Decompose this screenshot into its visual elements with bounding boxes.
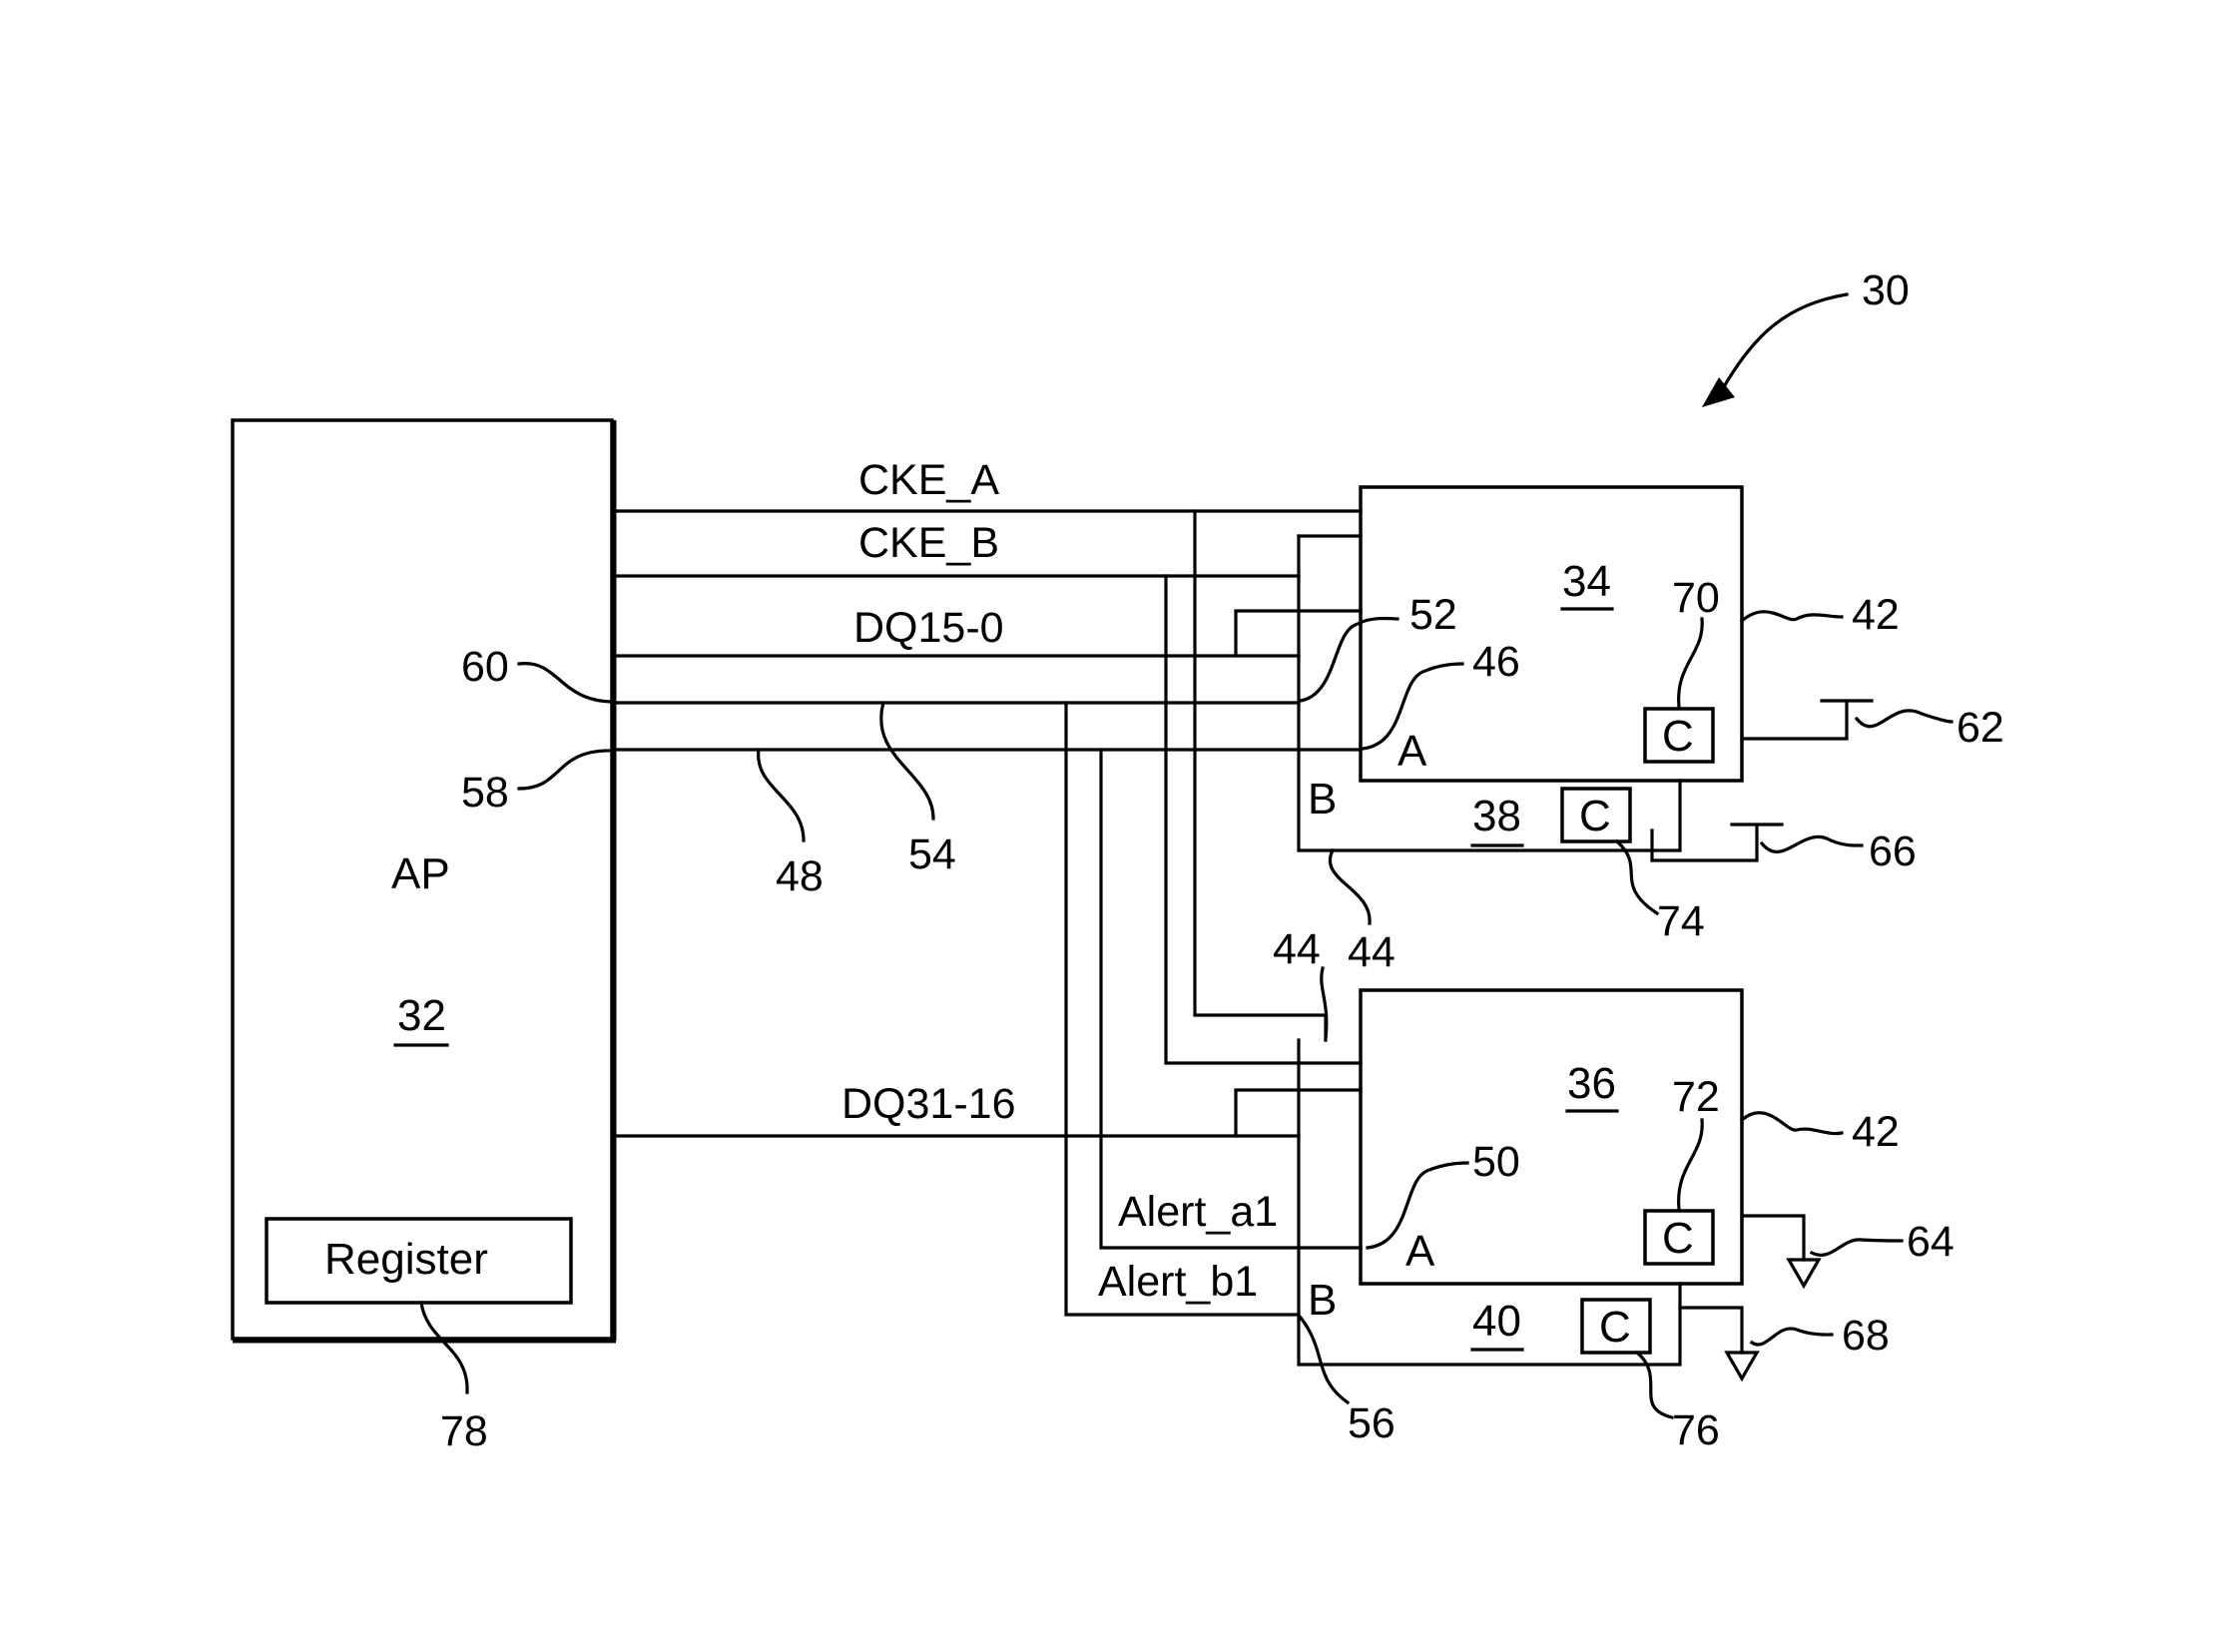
leader-44-left [1322, 968, 1327, 1038]
ground-68 [1680, 1308, 1742, 1353]
ref-76: 76 [1672, 1406, 1720, 1454]
leader-42-top [1742, 612, 1842, 621]
dq15-0-label: DQ15-0 [853, 604, 1004, 652]
device-36-number: 36 [1567, 1059, 1616, 1108]
ref-50: 50 [1472, 1138, 1520, 1186]
ref-48: 48 [776, 852, 824, 900]
register-label: Register [324, 1235, 488, 1284]
subblock-38-port-b: B [1308, 775, 1337, 824]
subblock-40-number: 40 [1472, 1297, 1521, 1346]
device-36-cap-ref: 72 [1672, 1073, 1720, 1121]
subblock-40-port-b: B [1308, 1276, 1337, 1325]
device-34-cap-ref: 70 [1672, 574, 1720, 622]
register-ref: 78 [440, 1407, 488, 1455]
ref-74: 74 [1657, 897, 1705, 945]
alert-b1-label: Alert_b1 [1098, 1258, 1258, 1306]
leader-44-right [1330, 850, 1370, 923]
leader-64 [1812, 1240, 1902, 1255]
ref-62: 62 [1956, 704, 2004, 752]
leader-76 [1637, 1353, 1672, 1417]
ref-42-top: 42 [1852, 591, 1900, 639]
device-34-cap-label: C [1662, 712, 1694, 761]
ref-42-bottom: 42 [1852, 1108, 1900, 1156]
ref-46: 46 [1472, 638, 1520, 686]
device-36-port-a: A [1405, 1227, 1435, 1276]
device-34-port-a: A [1397, 727, 1427, 776]
leader-58 [519, 751, 614, 789]
cke-a-label: CKE_A [858, 456, 999, 504]
alert-a1-label: Alert_a1 [1118, 1188, 1278, 1236]
ref-58: 58 [461, 769, 509, 817]
ground-64 [1742, 1216, 1804, 1260]
subblock-40-cap-label: C [1599, 1303, 1631, 1352]
leader-42-bottom [1742, 1113, 1842, 1134]
ref-60: 60 [461, 643, 509, 691]
leader-60 [519, 664, 614, 702]
leader-52 [1301, 618, 1397, 701]
leader-48 [759, 750, 804, 840]
ref-66: 66 [1869, 827, 1917, 875]
leader-68 [1752, 1329, 1832, 1345]
leader-62 [1857, 711, 1951, 727]
register-leader [421, 1303, 467, 1392]
leader-54 [881, 703, 933, 819]
device-34-number: 34 [1562, 557, 1611, 606]
ref-44-right: 44 [1348, 928, 1395, 976]
terminal-62 [1742, 701, 1872, 739]
figure-pointer-arrow [1717, 294, 1847, 399]
alert-a1-line [1101, 750, 1361, 1248]
subblock-38-cap-label: C [1579, 792, 1611, 840]
ground-68-symbol [1727, 1353, 1757, 1378]
ref-56: 56 [1348, 1399, 1395, 1447]
device-34-cap-leader [1679, 619, 1703, 707]
ref-54: 54 [908, 830, 956, 878]
figure-pointer-arrowhead [1702, 377, 1735, 407]
device-36-cap-label: C [1662, 1214, 1694, 1263]
ref-68: 68 [1842, 1312, 1890, 1360]
ap-label: AP [391, 849, 450, 898]
subblock-38-number: 38 [1472, 792, 1521, 840]
ground-64-symbol [1789, 1260, 1819, 1286]
leader-56 [1301, 1318, 1348, 1402]
dq31-16-label: DQ31-16 [841, 1080, 1015, 1128]
ref-52: 52 [1409, 591, 1457, 639]
leader-66 [1762, 836, 1862, 851]
ref-44-left: 44 [1273, 925, 1321, 973]
ref-64: 64 [1907, 1218, 1954, 1266]
figure-ref-label: 30 [1862, 267, 1910, 314]
ap-number: 32 [397, 991, 446, 1040]
cke-b-label: CKE_B [858, 519, 999, 567]
device-36-cap-leader [1679, 1120, 1703, 1209]
